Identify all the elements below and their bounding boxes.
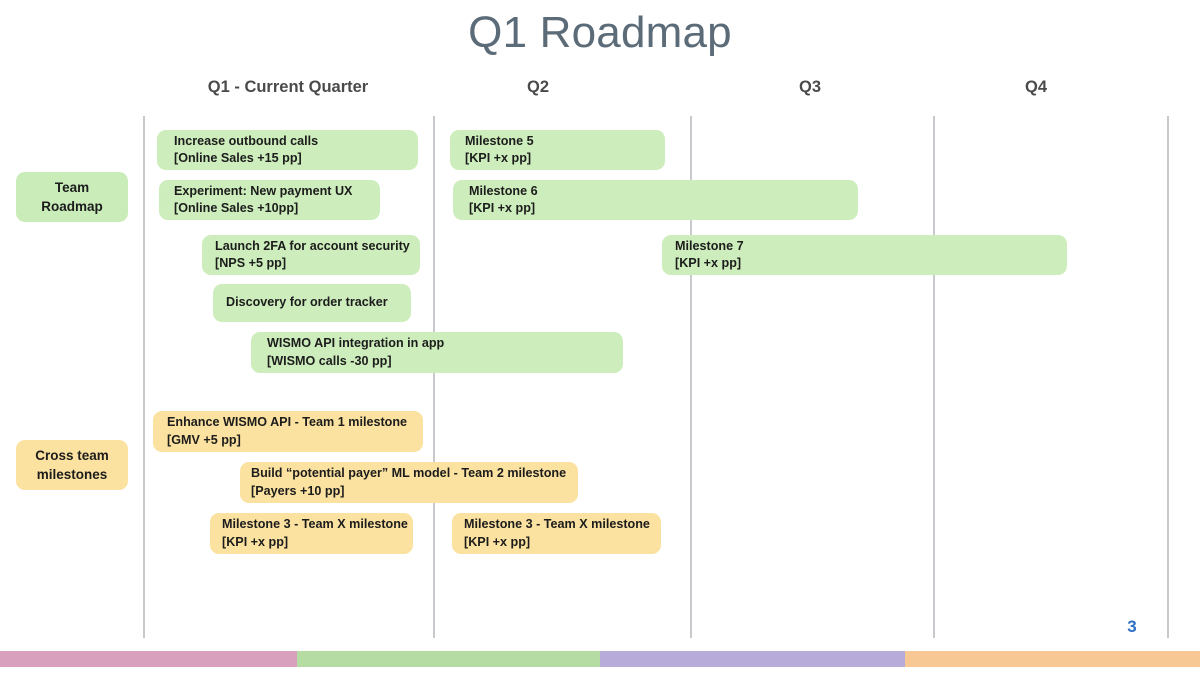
quarter-header-4: Q4 (1024, 78, 1047, 96)
page-number: 3 (1127, 617, 1137, 636)
roadmap-bar-metric: [Online Sales +10pp] (174, 201, 299, 215)
strip-segment-mauve (0, 651, 297, 667)
row-label-line1: Cross team (35, 448, 109, 463)
roadmap-bar-metric: [NPS +5 pp] (215, 256, 287, 270)
gridline-5 (1167, 116, 1169, 638)
strip-segment-orange (905, 651, 1200, 667)
roadmap-bar-title: Discovery for order tracker (226, 295, 388, 310)
quarter-header-1: Q1 - Current Quarter (207, 78, 369, 96)
row-label-line2: Roadmap (41, 199, 103, 214)
roadmap-bar-metric: [Payers +10 pp] (251, 483, 345, 498)
page-title: Q1 Roadmap (468, 8, 732, 57)
row-label-line1: Team (54, 180, 90, 195)
roadmap-bar[interactable]: Enhance WISMO API - Team 1 milestone [GMV… (153, 411, 423, 452)
gridline-2 (433, 116, 435, 638)
row-label-team-roadmap: Team Roadmap (16, 172, 128, 222)
roadmap-bar[interactable]: Milestone 7 [KPI +x pp] (662, 235, 1067, 275)
quarter-header-3: Q3 (798, 78, 821, 96)
roadmap-bar[interactable]: Milestone 6 [KPI +x pp] (453, 180, 858, 220)
row-label-cross-team-milestones: Cross team milestones (16, 440, 128, 490)
roadmap-bar-title: Milestone 3 - Team X milestone (222, 517, 408, 531)
roadmap-bar-metric: [WISMO calls -30 pp] (267, 353, 392, 368)
roadmap-bar[interactable]: Milestone 3 - Team X milestone [KPI +x pp… (452, 513, 661, 554)
roadmap-bar[interactable]: Milestone 3 - Team X milestone [KPI +x pp… (210, 513, 413, 554)
roadmap-bar[interactable]: Increase outbound calls [Online Sales +15… (157, 130, 418, 170)
roadmap-bar-metric: [Online Sales +15 pp] (174, 151, 302, 165)
strip-segment-green (297, 651, 600, 667)
roadmap-bar-title: Experiment: New payment UX (174, 183, 353, 198)
bottom-color-strip (0, 651, 1200, 667)
roadmap-bar-title: Enhance WISMO API - Team 1 milestone (167, 415, 408, 429)
roadmap-bar[interactable]: Milestone 5 [KPI +x pp] (450, 130, 665, 170)
gridline-4 (933, 116, 935, 638)
strip-segment-purple (600, 651, 905, 667)
roadmap-bar-metric: [KPI +x pp] (222, 534, 289, 549)
roadmap-bar-metric: [KPI +x pp] (469, 201, 536, 215)
roadmap-bar-title: Build “potential payer” ML model - Team … (251, 466, 567, 480)
roadmap-bar-title: Milestone 5 (465, 133, 534, 148)
roadmap-bar-metric: [KPI +x pp] (464, 534, 531, 549)
roadmap-bar[interactable]: Build “potential payer” ML model - Team … (240, 462, 578, 503)
roadmap-bar[interactable]: Launch 2FA for account security [NPS +5 p… (202, 235, 420, 275)
roadmap-bar-metric: [GMV +5 pp] (167, 432, 241, 447)
roadmap-bar-title: Milestone 7 (675, 238, 744, 253)
quarter-header-2: Q2 (526, 78, 549, 96)
roadmap-bar[interactable]: Discovery for order tracker (213, 284, 411, 322)
gridline-1 (143, 116, 145, 638)
roadmap-bar-title: Increase outbound calls (174, 133, 319, 148)
gridline-3 (690, 116, 692, 638)
roadmap-bar[interactable]: WISMO API integration in app [WISMO calls… (251, 332, 623, 373)
roadmap-bar-metric: [KPI +x pp] (675, 256, 742, 270)
roadmap-bar[interactable]: Experiment: New payment UX [Online Sales … (159, 180, 380, 220)
roadmap-bar-title: WISMO API integration in app (267, 336, 445, 350)
roadmap-bar-title: Launch 2FA for account security (215, 238, 410, 253)
row-label-line2: milestones (36, 467, 108, 482)
roadmap-bar-metric: [KPI +x pp] (465, 151, 532, 165)
roadmap-bar-title: Milestone 6 (469, 183, 538, 198)
roadmap-bar-title: Milestone 3 - Team X milestone (464, 517, 650, 531)
